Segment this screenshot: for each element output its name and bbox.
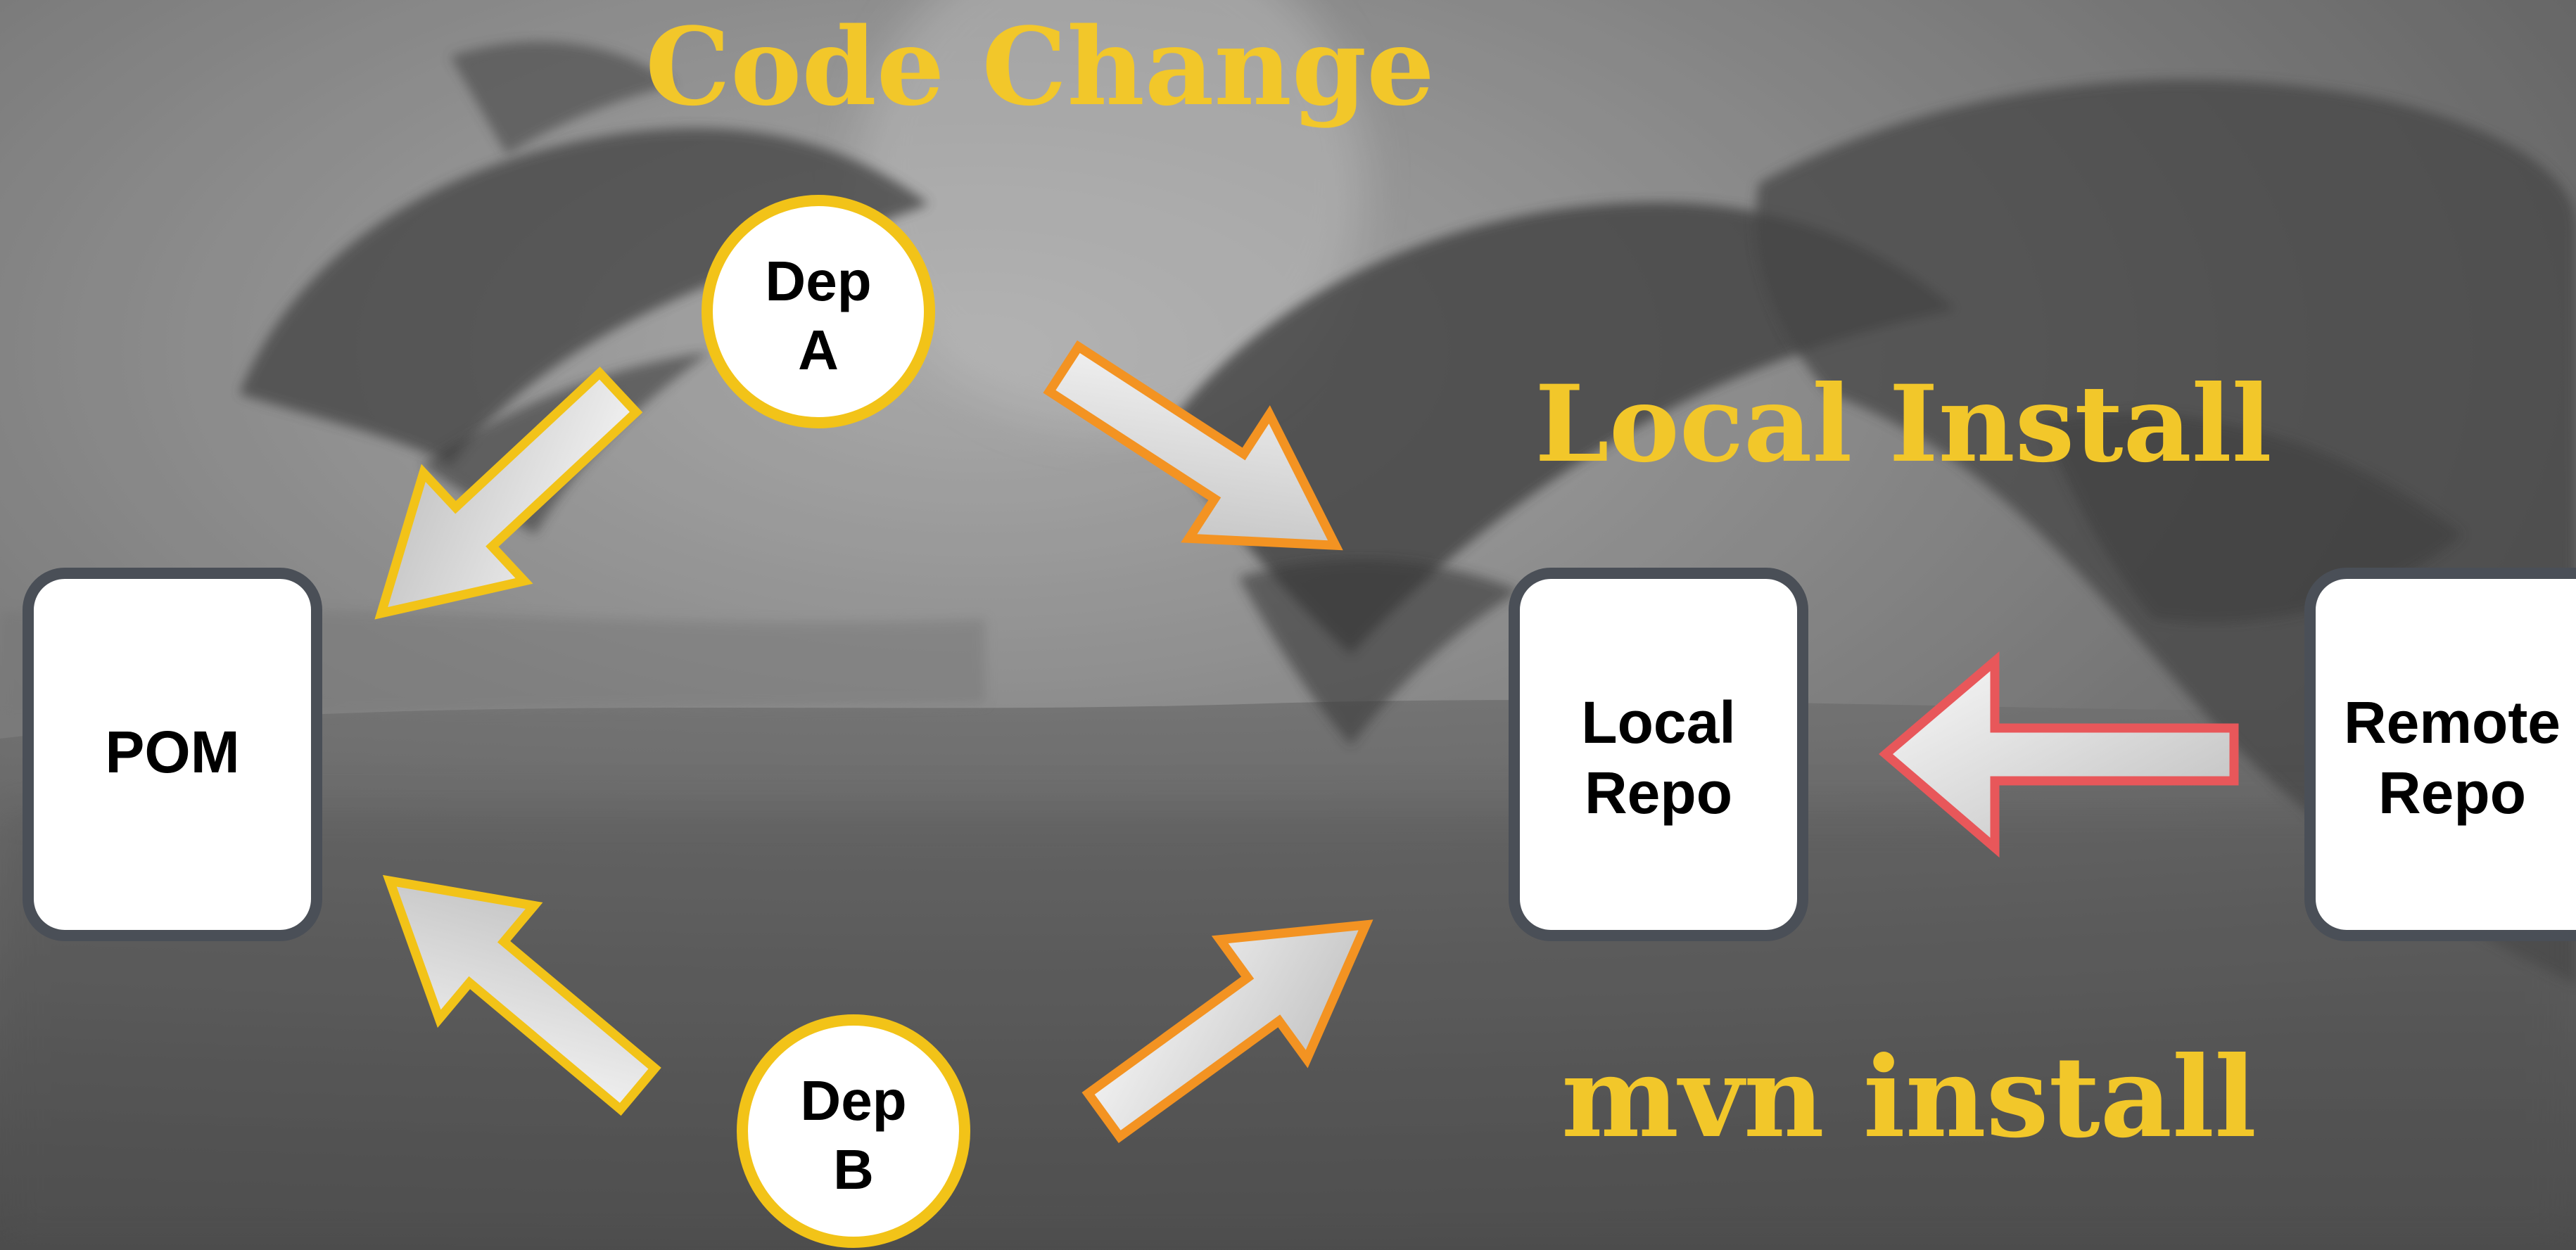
remote-repo-label-line1: Remote — [2344, 689, 2561, 755]
dep-a-label-line1: Dep — [765, 250, 871, 312]
dep-b-label-line1: Dep — [800, 1069, 906, 1132]
heading-local-install: Local Install — [1535, 362, 2271, 486]
dep-a-label-line2: A — [798, 319, 839, 381]
pom-label: POM — [105, 719, 239, 785]
arrow-dep-a-to-local-repo — [1024, 307, 1376, 608]
remote-repo-label-line2: Repo — [2378, 760, 2526, 826]
local-repo-label-line1: Local — [1581, 689, 1735, 755]
remote-repo-node: Remote Repo — [2304, 568, 2576, 941]
dep-b-node: Dep B — [737, 1014, 970, 1248]
heading-mvn-install: mvn install — [1561, 1033, 2257, 1163]
dep-a-node: Dep A — [702, 195, 935, 428]
local-repo-node: Local Repo — [1509, 568, 1808, 941]
arrow-dep-b-to-local-repo — [1060, 865, 1409, 1175]
local-repo-label-line2: Repo — [1585, 760, 1732, 826]
dep-b-label-line2: B — [833, 1138, 874, 1201]
pom-node: POM — [23, 568, 322, 941]
arrow-dep-b-to-pom — [342, 824, 685, 1146]
arrow-dep-a-to-pom — [331, 338, 668, 667]
heading-code-change: Code Change — [645, 4, 1435, 129]
arrow-remote-to-local-repo — [1878, 651, 2239, 858]
